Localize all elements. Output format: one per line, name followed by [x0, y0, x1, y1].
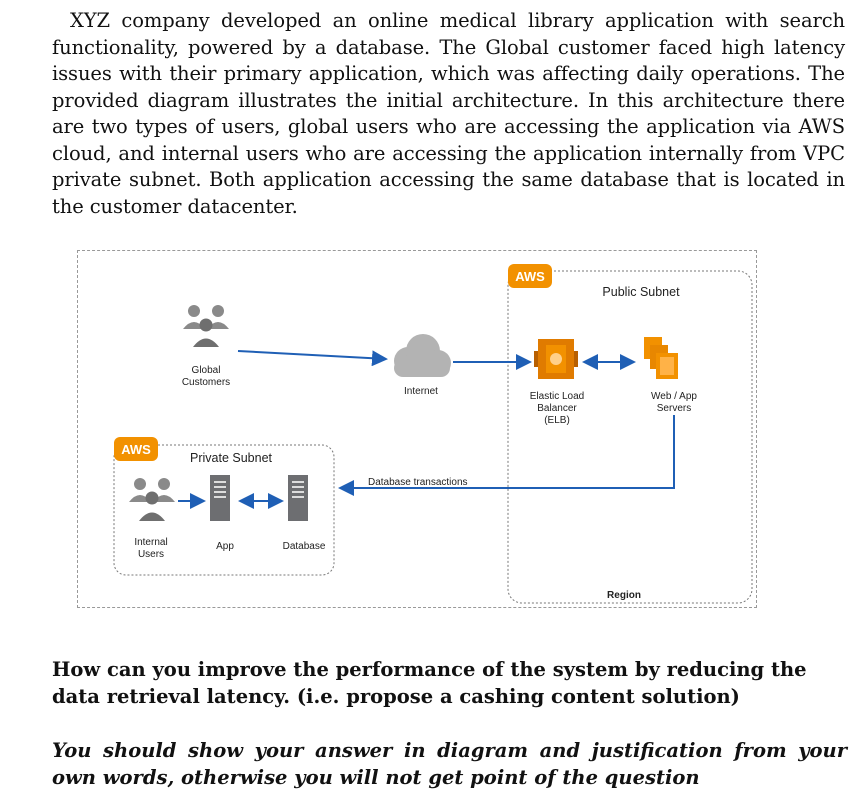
architecture-diagram: AWS Public Subnet AWS Private Subnet Glo…	[77, 250, 757, 608]
public-subnet-label: Public Subnet	[602, 285, 680, 299]
internal-users-label-2: Users	[138, 549, 164, 560]
internet-label: Internet	[404, 386, 438, 397]
web-app-servers-icon	[644, 337, 678, 379]
region-boundary	[507, 270, 753, 604]
internal-users-icon	[129, 478, 175, 521]
region-label: Region	[607, 590, 641, 601]
elb-icon	[534, 339, 578, 379]
intro-paragraph: XYZ company developed an online medical …	[52, 9, 845, 218]
instruction-text: You should show your answer in diagram a…	[52, 739, 847, 789]
global-customers-icon	[183, 305, 229, 347]
database-server-icon	[288, 475, 308, 521]
question-text: How can you improve the performance of t…	[52, 658, 807, 708]
private-subnet-label: Private Subnet	[190, 451, 273, 465]
svg-text:AWS: AWS	[121, 442, 151, 457]
private-subnet-boundary	[113, 444, 335, 576]
svg-text:AWS: AWS	[515, 269, 545, 284]
web-servers-label-2: Servers	[657, 403, 691, 414]
app-label: App	[216, 541, 234, 552]
global-customers-label-2: Customers	[182, 377, 230, 388]
database-label: Database	[283, 541, 326, 552]
app-server-icon	[210, 475, 230, 521]
intro-text: XYZ company developed an online medical …	[52, 8, 845, 220]
database-transactions-label: Database transactions	[368, 477, 468, 488]
aws-badge-public: AWS	[508, 264, 552, 288]
internal-users-label-1: Internal	[134, 537, 167, 548]
elb-label-1: Elastic Load	[530, 391, 584, 402]
internet-cloud-icon	[394, 334, 451, 377]
global-customers-label-1: Global	[192, 365, 221, 376]
elb-label-2: Balancer	[537, 403, 577, 414]
elb-label-3: (ELB)	[544, 415, 570, 426]
aws-badge-private: AWS	[114, 437, 158, 461]
web-servers-label-1: Web / App	[651, 391, 697, 402]
